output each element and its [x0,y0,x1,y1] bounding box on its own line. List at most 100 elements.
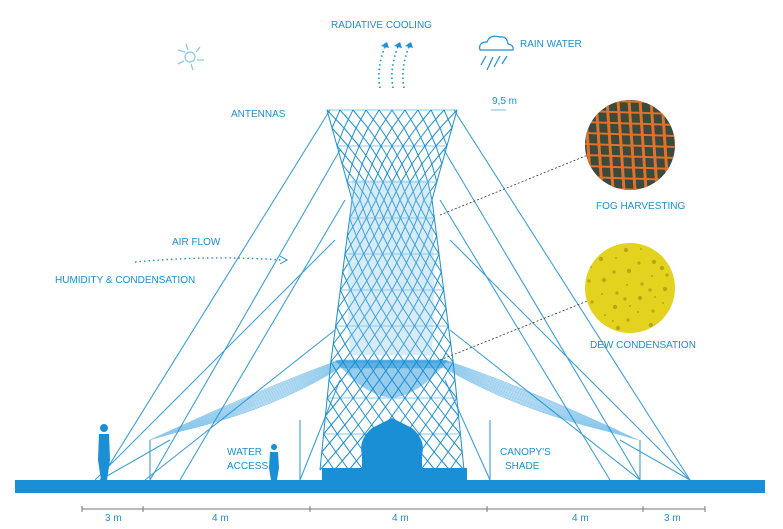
strut [357,307,371,327]
strut [346,181,353,201]
strut [421,253,431,273]
strut [94,239,336,481]
dew-drop [651,309,655,313]
strut [360,271,373,291]
strut [585,154,675,159]
radiative-cooling-arrows-icon [378,43,411,89]
strut [323,415,326,435]
strut [344,235,348,255]
dew-drop [590,250,596,256]
strut [364,397,380,417]
strut [461,451,465,471]
strut [346,217,359,237]
strut [409,217,418,237]
water-tank [361,418,423,480]
strut [391,109,406,129]
dew-drop [612,270,616,274]
strut [391,307,404,327]
strut [367,109,380,129]
strut [416,343,428,363]
humidity-label: HUMIDITY & CONDENSATION [55,275,195,286]
strut [348,289,362,309]
strut [342,253,355,273]
dew-drop [601,327,605,331]
strut [321,433,325,453]
strut [453,109,691,481]
strut [431,253,440,273]
fog-harvesting-label: FOG HARVESTING [596,201,685,212]
strut [341,361,356,381]
strut [350,271,363,291]
strut [351,181,357,201]
dew-drop [587,313,593,319]
strut [356,325,370,345]
strut [415,181,429,201]
strut [420,451,435,471]
dew-drop [640,248,642,250]
dew-condensation-label: DEW CONDENSATION [590,340,696,351]
dimension-line [81,506,706,512]
strut [383,181,393,201]
strut [372,235,384,255]
strut [391,379,406,399]
strut [379,343,393,363]
strut [421,145,437,165]
strut [353,235,366,255]
dew-drop [615,325,621,331]
dew-drop [590,300,594,304]
strut [380,289,393,309]
strut [336,415,353,435]
rain-cloud-icon [479,35,514,71]
strut [348,451,365,471]
strut [382,217,393,237]
strut [391,145,404,165]
strut [391,343,405,363]
strut [382,163,393,183]
strut [431,145,448,165]
strut [454,379,458,399]
height-label: 9,5 m [492,96,517,107]
strut [370,271,383,291]
dew-drop [640,282,644,286]
strut [339,271,353,291]
strut [379,109,393,129]
strut [358,127,369,147]
strut [334,451,351,471]
strut [443,379,456,399]
strut [381,145,393,165]
strut [364,163,373,183]
strut [413,127,429,147]
dew-drop [637,311,639,313]
strut [373,217,384,237]
strut [323,415,340,435]
strut [409,163,423,183]
dew-drop [659,265,665,271]
strut [339,271,344,291]
strut [354,343,369,363]
strut [425,199,433,219]
strut [366,361,381,381]
strut [391,217,401,237]
strut [352,253,365,273]
strut [446,127,453,147]
strut [373,163,383,183]
strut [338,397,354,417]
strut [399,181,411,201]
strut [342,253,346,273]
strut [367,343,381,363]
strut [342,343,358,363]
strut [450,343,454,363]
strut [436,163,443,183]
strut [364,217,376,237]
strut [432,271,442,291]
strut [341,145,349,165]
dimension-label: 4 m [572,513,589,524]
dew-drop [637,261,641,265]
dew-drop [629,305,631,307]
strut [361,145,371,165]
strut [337,289,341,309]
strut [353,361,368,381]
strut [432,415,446,435]
strut [449,451,463,471]
strut [429,235,438,255]
